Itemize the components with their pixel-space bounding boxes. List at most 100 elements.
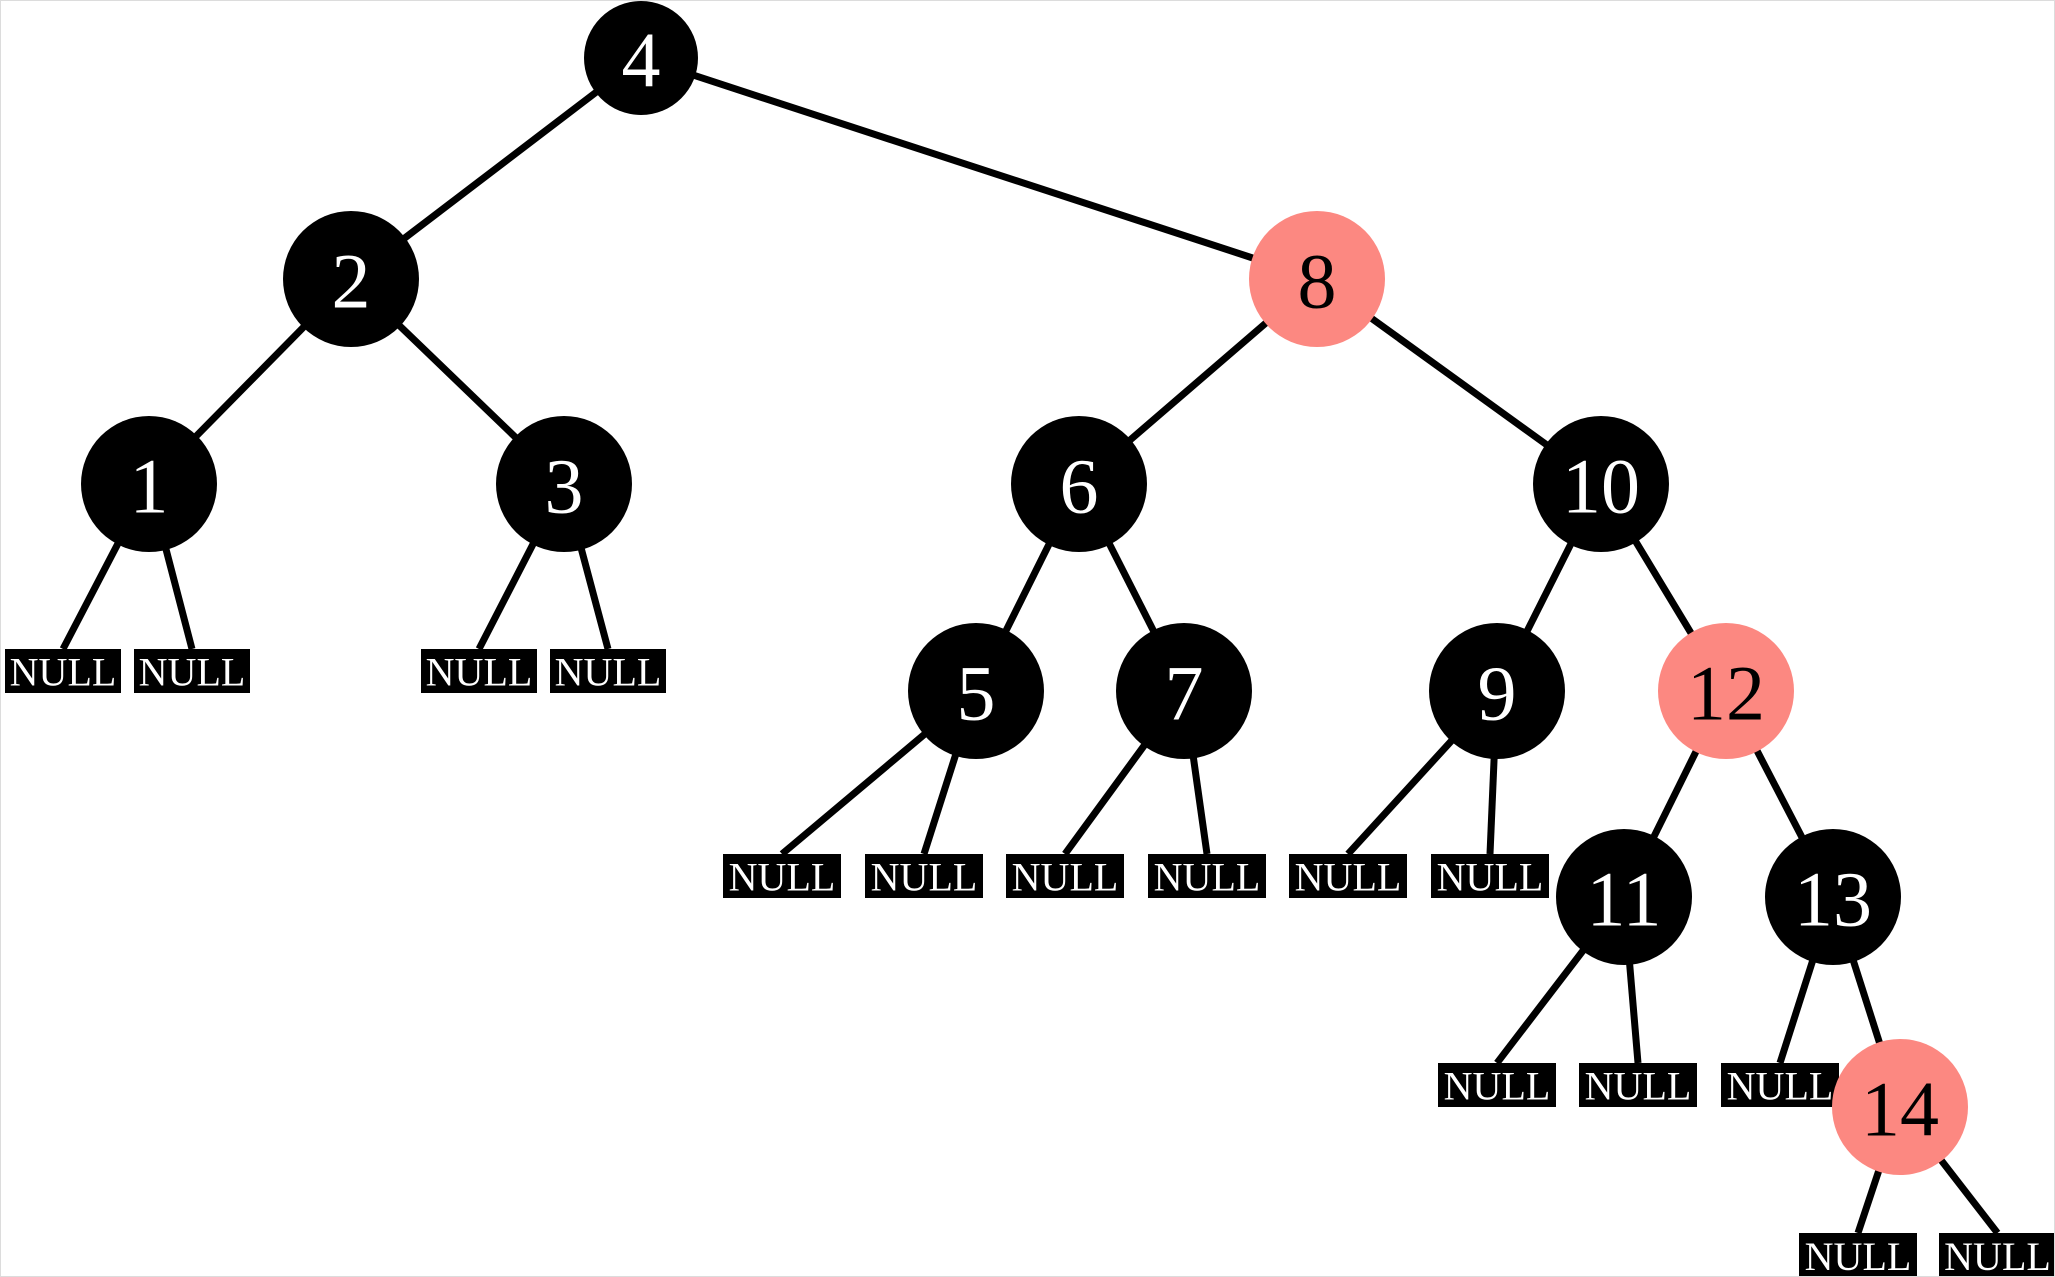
tree-node-label: 10 bbox=[1562, 443, 1640, 530]
null-leaf-label: NULL bbox=[139, 650, 246, 695]
null-edge bbox=[1062, 740, 1150, 857]
tree-edge bbox=[1104, 539, 1159, 636]
black-node-circle bbox=[496, 416, 632, 552]
tree-node-label: 2 bbox=[332, 238, 371, 325]
null-leaf-box bbox=[865, 854, 983, 898]
null-leaf: NULL bbox=[1289, 854, 1407, 900]
tree-node-9[interactable]: 9 bbox=[1429, 623, 1565, 759]
null-leaf-label: NULL bbox=[871, 855, 978, 900]
tree-node-label: 11 bbox=[1586, 856, 1661, 943]
tree-edge bbox=[1125, 318, 1271, 445]
tree-edge bbox=[394, 320, 521, 443]
tree-node-label: 6 bbox=[1060, 443, 1099, 530]
null-leaf: NULL bbox=[1579, 1063, 1697, 1109]
null-leaf-label: NULL bbox=[1727, 1064, 1834, 1109]
null-leaf: NULL bbox=[865, 854, 983, 900]
null-leaf-box bbox=[723, 854, 841, 898]
null-leaf-box bbox=[1721, 1063, 1839, 1107]
black-node-circle bbox=[908, 623, 1044, 759]
tree-node-6[interactable]: 6 bbox=[1011, 416, 1147, 552]
null-edge bbox=[779, 729, 930, 857]
null-edge bbox=[1854, 1166, 1884, 1235]
null-edge bbox=[1625, 960, 1642, 1064]
null-edge bbox=[1189, 753, 1211, 855]
null-leaf-box bbox=[1579, 1063, 1697, 1107]
null-leaf: NULL bbox=[1431, 854, 1549, 900]
red-node-circle bbox=[1249, 211, 1385, 347]
tree-node-label: 9 bbox=[1478, 650, 1517, 737]
black-node-circle bbox=[283, 211, 419, 347]
null-leaf-label: NULL bbox=[426, 650, 533, 695]
null-leaf-box bbox=[5, 649, 121, 693]
tree-edge bbox=[399, 87, 601, 243]
null-leaf-label: NULL bbox=[1444, 1064, 1551, 1109]
null-leaf: NULL bbox=[550, 649, 666, 695]
tree-node-label: 3 bbox=[545, 443, 584, 530]
null-edge bbox=[59, 539, 123, 651]
tree-node-label: 13 bbox=[1794, 856, 1872, 943]
null-edge bbox=[1345, 735, 1457, 857]
black-node-circle bbox=[584, 1, 698, 115]
null-edge bbox=[475, 539, 538, 651]
tree-node-1[interactable]: 1 bbox=[81, 416, 217, 552]
tree-node-label: 12 bbox=[1687, 650, 1765, 737]
red-node-circle bbox=[1832, 1039, 1968, 1175]
tree-node-7[interactable]: 7 bbox=[1116, 623, 1252, 759]
null-edge bbox=[920, 750, 960, 856]
tree-node-13[interactable]: 13 bbox=[1765, 829, 1901, 965]
tree-node-label: 1 bbox=[130, 443, 169, 530]
tree-node-label: 4 bbox=[622, 17, 661, 104]
black-node-circle bbox=[81, 416, 217, 552]
null-boxes-layer: NULL NULL NULL NULL NULL NULL NULL NULL NULL NULL… bbox=[5, 649, 2054, 1277]
null-leaf-box bbox=[1148, 854, 1266, 898]
null-leaf-label: NULL bbox=[729, 855, 836, 900]
black-node-circle bbox=[1533, 416, 1669, 552]
null-edge bbox=[161, 545, 196, 650]
null-leaf: NULL bbox=[421, 649, 537, 695]
tree-node-8[interactable]: 8 bbox=[1249, 211, 1385, 347]
null-leaf-box bbox=[1939, 1233, 2054, 1276]
tree-node-2[interactable]: 2 bbox=[283, 211, 419, 347]
null-edge bbox=[1486, 754, 1498, 855]
tree-node-label: 14 bbox=[1861, 1066, 1939, 1153]
tree-node-11[interactable]: 11 bbox=[1556, 829, 1692, 965]
null-leaf-label: NULL bbox=[1012, 855, 1119, 900]
null-edge bbox=[1936, 1155, 2001, 1236]
null-leaf: NULL bbox=[1006, 854, 1124, 900]
null-leaf-label: NULL bbox=[1154, 855, 1261, 900]
null-leaf: NULL bbox=[1721, 1063, 1839, 1109]
null-leaf-label: NULL bbox=[1437, 855, 1544, 900]
tree-edge bbox=[1522, 539, 1576, 636]
tree-node-label: 7 bbox=[1165, 650, 1204, 737]
tree-node-4[interactable]: 4 bbox=[584, 1, 698, 115]
tree-edge bbox=[191, 322, 309, 441]
red-node-circle bbox=[1658, 623, 1794, 759]
tree-node-label: 5 bbox=[957, 650, 996, 737]
tree-node-14[interactable]: 14 bbox=[1832, 1039, 1968, 1175]
null-leaf: NULL bbox=[5, 649, 121, 695]
null-edge bbox=[577, 544, 612, 650]
null-leaf-box bbox=[1006, 854, 1124, 898]
tree-node-5[interactable]: 5 bbox=[908, 623, 1044, 759]
null-leaf-label: NULL bbox=[1944, 1234, 2051, 1277]
tree-node-10[interactable]: 10 bbox=[1533, 416, 1669, 552]
tree-edge bbox=[1649, 746, 1701, 842]
null-leaf: NULL bbox=[1148, 854, 1266, 900]
null-leaf: NULL bbox=[134, 649, 250, 695]
tree-node-3[interactable]: 3 bbox=[496, 416, 632, 552]
null-leaf-box bbox=[134, 649, 250, 693]
tree-node-12[interactable]: 12 bbox=[1658, 623, 1794, 759]
null-leaf-box bbox=[1289, 854, 1407, 898]
null-leaf-box bbox=[1799, 1233, 1917, 1276]
null-edge bbox=[1494, 945, 1588, 1066]
edges-layer bbox=[59, 71, 2001, 1236]
null-leaf-box bbox=[421, 649, 537, 693]
black-node-circle bbox=[1556, 829, 1692, 965]
null-leaf-label: NULL bbox=[1295, 855, 1402, 900]
tree-edge bbox=[1849, 956, 1884, 1048]
null-leaf: NULL bbox=[1939, 1233, 2054, 1277]
null-leaf-label: NULL bbox=[1805, 1234, 1912, 1277]
